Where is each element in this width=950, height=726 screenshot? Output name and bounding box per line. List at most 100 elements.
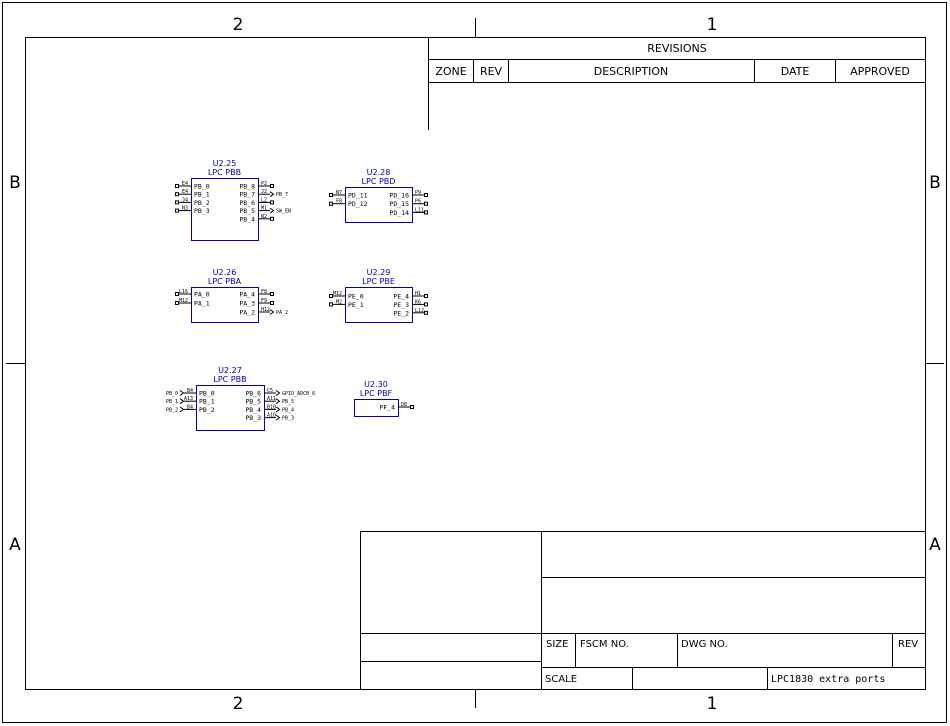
pin-name: PD_16: [389, 192, 409, 200]
net-label: PB_4: [282, 407, 294, 413]
pin-number: B10: [267, 404, 276, 410]
pin-number: H12: [261, 307, 270, 313]
component-body: [191, 287, 259, 323]
net-label: PB_3: [282, 416, 294, 422]
pin-name: PD_14: [389, 209, 409, 217]
pin-terminal: [175, 292, 179, 296]
net-label: PA_2: [276, 310, 288, 316]
pin-name: PD_11: [348, 192, 368, 200]
pin-number: A11: [267, 396, 276, 402]
net-arrow: [179, 390, 185, 396]
pin-number: B4: [187, 404, 193, 410]
pin-name: PE_0: [348, 293, 364, 301]
pin-terminal: [270, 292, 274, 296]
component-ref: U2.27: [218, 366, 242, 375]
pin-name: PB_3: [245, 414, 261, 422]
rev-header-date: DATE: [781, 65, 810, 78]
pin-number: A13: [184, 396, 193, 402]
pin-terminal: [410, 405, 414, 409]
zone-left-b: B: [9, 173, 21, 193]
zone-top-1: 1: [707, 15, 718, 35]
pin-name: PB_4: [245, 406, 261, 414]
pin-number: E4: [182, 189, 188, 195]
net-arrow: [275, 406, 281, 413]
pin-name: PB_8: [239, 183, 255, 191]
revisions-title: REVISIONS: [647, 42, 706, 55]
pin-name: PA_0: [194, 291, 210, 299]
zone-right-a: A: [929, 535, 941, 555]
component-ref: U2.29: [367, 268, 391, 277]
pin-name: PA_1: [194, 300, 210, 308]
scale-label: SCALE: [545, 674, 577, 685]
pin-number: F8: [336, 199, 342, 205]
pin-number: N7: [336, 190, 342, 196]
pin-number: L11: [415, 207, 424, 213]
component-body: [354, 399, 399, 417]
net-label: PB_1: [166, 399, 178, 405]
net-label: PB_0: [166, 391, 178, 397]
sheet-title: LPC1830 extra ports: [771, 674, 885, 685]
pin-terminal: [424, 310, 428, 315]
pin-name: PA_4: [239, 291, 255, 299]
pin-number: L2: [261, 197, 267, 203]
pin-number: M12: [179, 298, 188, 304]
pin-number: B4: [187, 388, 193, 394]
pin-number: L12: [415, 308, 424, 314]
dwg-label: DWG NO.: [681, 639, 728, 650]
pin-name: PB_1: [199, 398, 215, 406]
pin-number: A10: [267, 413, 276, 419]
net-label: SW_EN: [276, 209, 291, 215]
pin-terminal: [424, 302, 428, 307]
component-ref: U2.28: [367, 168, 391, 177]
pin-number: K6: [415, 299, 421, 305]
pin-name: PB_0: [199, 390, 215, 398]
zone-left-a: A: [9, 535, 21, 555]
pin-number: M1: [261, 206, 267, 212]
pin-name: PB_6: [239, 199, 255, 207]
pin-name: PD_12: [348, 200, 368, 208]
title-block: SIZE FSCM NO. DWG NO. REV SCALE LPC1830 …: [360, 531, 926, 690]
pin-terminal: [175, 208, 179, 213]
net-arrow: [275, 390, 281, 396]
pin-terminal: [424, 201, 428, 206]
rev-header-description: DESCRIPTION: [594, 65, 668, 78]
revisions-table: REVISIONS ZONE REV DESCRIPTION DATE APPR…: [428, 37, 926, 130]
net-label: GPIO_ADCB_6: [282, 391, 315, 397]
component-name: LPC PBD: [362, 177, 396, 186]
pin-name: PB_5: [239, 207, 255, 215]
rev-label: REV: [898, 639, 918, 650]
pin-terminal: [329, 294, 333, 298]
pin-number: C5: [267, 388, 273, 394]
pin-name: PB_3: [194, 207, 210, 215]
pin-name: PB_4: [239, 215, 255, 223]
pin-name: PB_1: [194, 191, 210, 199]
pin-number: F9: [261, 298, 267, 304]
rev-header-approved: APPROVED: [850, 65, 910, 78]
pin-number: H1: [415, 291, 421, 297]
net-label: PB_7: [276, 192, 288, 198]
pin-name: PE_1: [348, 301, 364, 309]
pin-terminal: [270, 200, 274, 205]
pin-name: PA_3: [239, 300, 255, 308]
pin-number: M12: [333, 291, 342, 297]
pin-terminal: [175, 192, 179, 197]
component-name: LPC PBB: [208, 168, 241, 177]
pin-number: L16: [179, 289, 188, 295]
zone-bottom-1: 1: [707, 694, 718, 714]
net-label: PB_2: [166, 407, 178, 413]
zone-top-2: 2: [233, 15, 244, 35]
pin-terminal: [270, 216, 274, 221]
pin-number: P9: [415, 190, 421, 196]
pin-terminal: [329, 201, 333, 206]
component-ref: U2.30: [364, 380, 388, 389]
net-arrow: [275, 398, 281, 405]
component-name: LPC PBA: [208, 277, 242, 286]
